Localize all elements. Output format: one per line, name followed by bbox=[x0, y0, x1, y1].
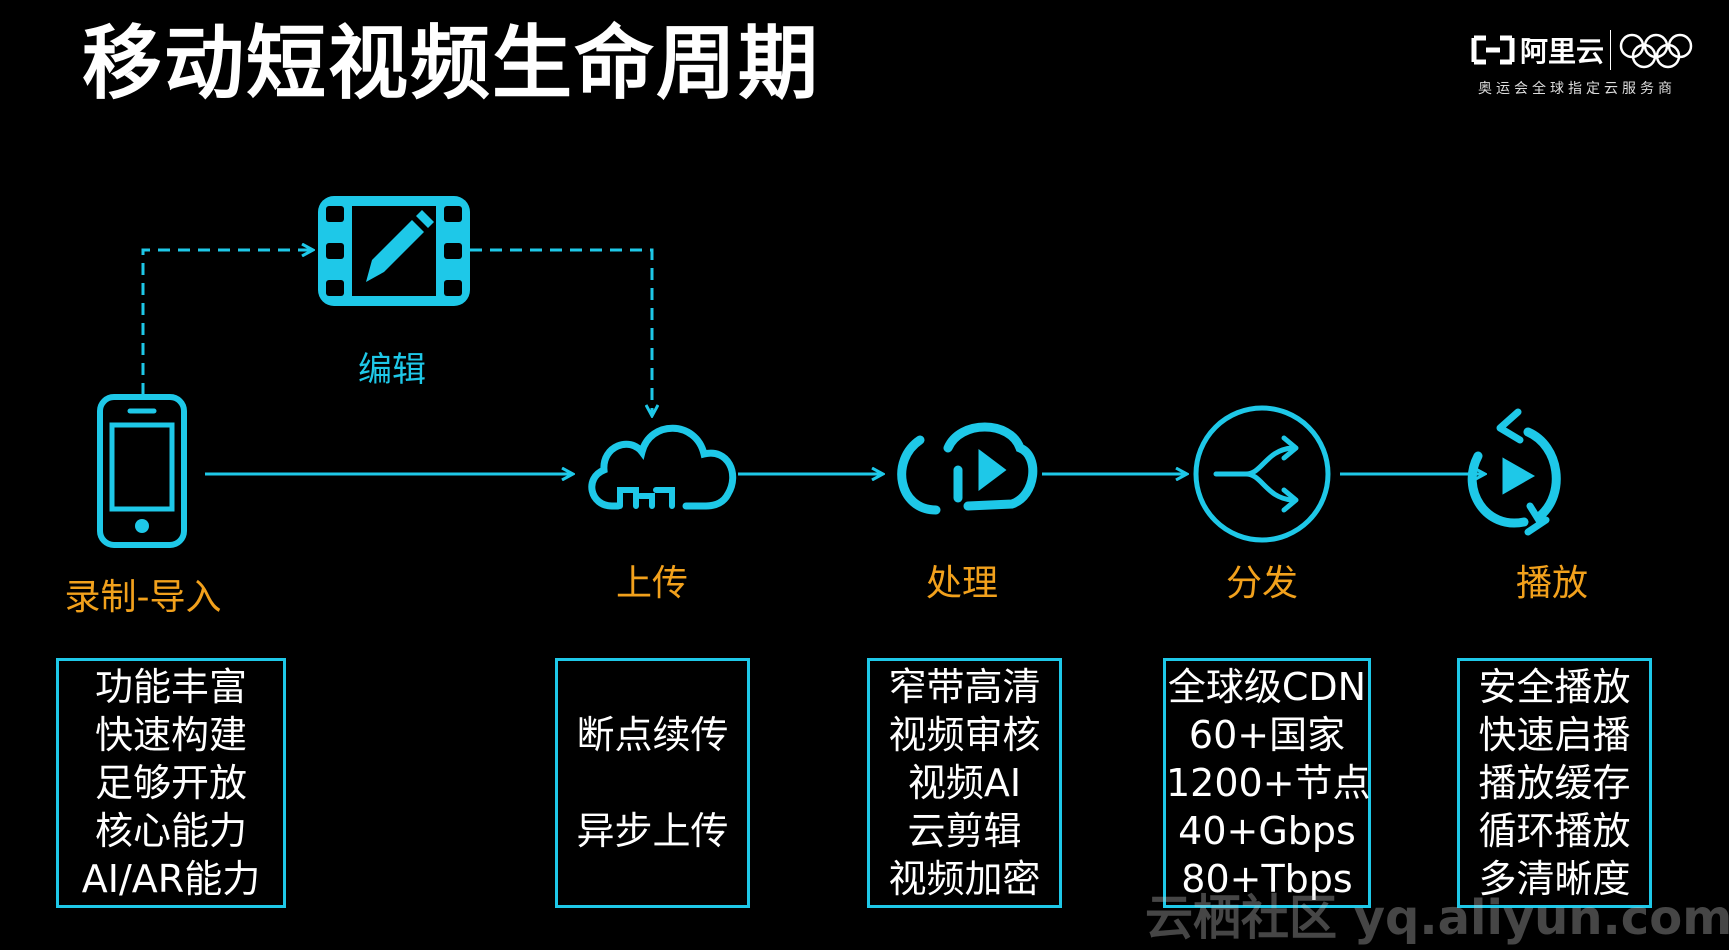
logo-subtitle: 奥运会全球指定云服务商 bbox=[1478, 81, 1676, 97]
stage-label-play: 播放 bbox=[1515, 563, 1589, 604]
feature-item: 60+国家 bbox=[1188, 713, 1346, 757]
cloud-upload-icon bbox=[588, 424, 737, 510]
feature-box-upload: 断点续传 异步上传 bbox=[555, 658, 750, 908]
phone-icon bbox=[97, 394, 187, 548]
feature-item: 异步上传 bbox=[576, 809, 729, 853]
feature-item: 播放缓存 bbox=[1478, 761, 1631, 805]
feature-item: 视频加密 bbox=[888, 857, 1041, 901]
feature-item: 视频审核 bbox=[888, 713, 1041, 757]
page-title: 移动短视频生命周期 bbox=[82, 17, 820, 110]
feature-item: 全球级CDN bbox=[1167, 665, 1367, 709]
olympic-rings-icon bbox=[1610, 30, 1693, 70]
feature-item: 多清晰度 bbox=[1478, 857, 1631, 901]
feature-item: 快速启播 bbox=[1478, 713, 1631, 757]
distribute-icon bbox=[1193, 405, 1331, 543]
aliyun-logo-icon bbox=[1471, 35, 1515, 65]
feature-item: 视频AI bbox=[907, 761, 1022, 805]
feature-item: 窄带高清 bbox=[888, 665, 1041, 709]
feature-item: 足够开放 bbox=[94, 761, 247, 805]
logo-brand: 阿里云 bbox=[1520, 35, 1605, 68]
feature-box-record: 功能丰富 快速构建 足够开放 核心能力 AI/AR能力 bbox=[56, 658, 286, 908]
feature-item: 核心能力 bbox=[94, 809, 247, 853]
watermark: 云栖社区 yq.aliyun.com bbox=[1145, 890, 1729, 946]
feature-item: 循环播放 bbox=[1478, 809, 1631, 853]
feature-item: 40+Gbps bbox=[1178, 809, 1356, 853]
feature-item: 云剪辑 bbox=[907, 809, 1022, 853]
film-edit-icon bbox=[318, 196, 470, 306]
feature-item: 1200+节点 bbox=[1166, 761, 1371, 805]
aliyun-logo: 阿里云 奥运会全球指定云服务商 bbox=[1470, 28, 1710, 98]
stage-label-distribute: 分发 bbox=[1225, 563, 1299, 604]
feature-item: 安全播放 bbox=[1478, 665, 1631, 709]
stage-label-record: 录制-导入 bbox=[64, 577, 222, 618]
edit-label: 编辑 bbox=[358, 350, 426, 390]
feature-item: 断点续传 bbox=[576, 713, 729, 757]
feature-box-process: 窄带高清 视频审核 视频AI 云剪辑 视频加密 bbox=[867, 658, 1062, 908]
stage-label-upload: 上传 bbox=[615, 563, 689, 604]
feature-box-play: 安全播放 快速启播 播放缓存 循环播放 多清晰度 bbox=[1457, 658, 1652, 908]
feature-item: 80+Tbps bbox=[1181, 857, 1353, 901]
edit-dashed-path bbox=[141, 250, 652, 415]
replay-icon bbox=[1467, 408, 1561, 536]
feature-item: 快速构建 bbox=[94, 713, 247, 757]
process-play-icon bbox=[897, 422, 1038, 515]
feature-item: AI/AR能力 bbox=[81, 857, 261, 901]
feature-item: 功能丰富 bbox=[94, 665, 247, 709]
feature-box-distribute: 全球级CDN 60+国家 1200+节点 40+Gbps 80+Tbps bbox=[1163, 658, 1371, 908]
stage-label-process: 处理 bbox=[925, 563, 999, 604]
